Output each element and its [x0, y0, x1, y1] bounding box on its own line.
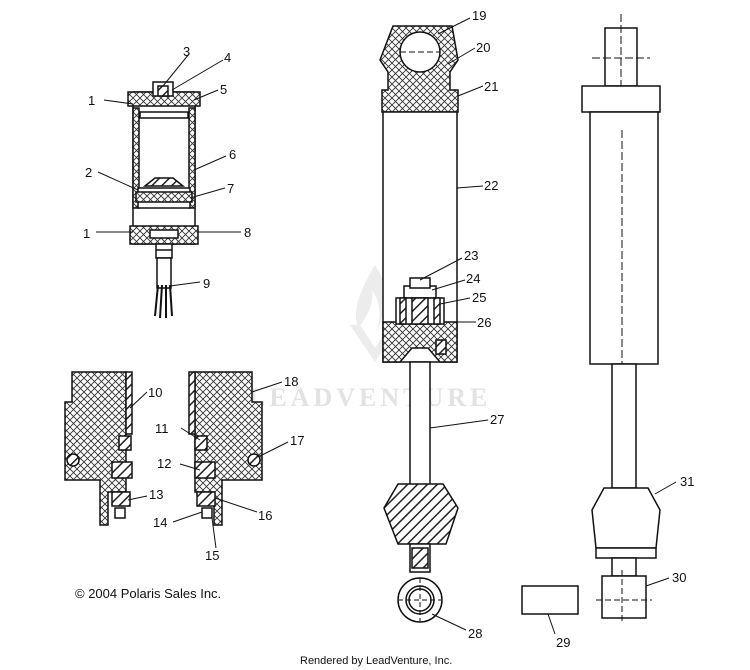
callout-9: 9 [203, 276, 210, 291]
callout-7: 7 [227, 181, 234, 196]
callout-26: 26 [477, 315, 491, 330]
callout-5: 5 [220, 82, 227, 97]
watermark: LEADVENTURE [248, 265, 491, 412]
leader-lines [96, 17, 677, 635]
callout-13: 13 [149, 487, 163, 502]
callout-2: 2 [85, 165, 92, 180]
callout-29: 29 [556, 635, 570, 650]
callout-6: 6 [229, 147, 236, 162]
callout-25: 25 [472, 290, 486, 305]
callout-3: 3 [183, 44, 190, 59]
callout-17: 17 [290, 433, 304, 448]
callout-23: 23 [464, 248, 478, 263]
callout-30: 30 [672, 570, 686, 585]
callout-11: 11 [155, 421, 169, 436]
callout-22: 22 [484, 178, 498, 193]
callout-21: 21 [484, 79, 498, 94]
callout-24: 24 [466, 271, 480, 286]
footer-credit: Rendered by LeadVenture, Inc. [300, 655, 452, 667]
callout-31: 31 [680, 474, 694, 489]
callout-18: 18 [284, 374, 298, 389]
callout-16: 16 [258, 508, 272, 523]
callout-8: 8 [244, 225, 251, 240]
shock-section [379, 25, 459, 623]
callout-28: 28 [468, 626, 482, 641]
callout-labels: 1 2 3 4 5 6 7 1 8 9 10 11 12 13 14 15 16… [83, 8, 694, 650]
watermark-text: LEADVENTURE [248, 383, 491, 412]
callout-1a: 1 [88, 93, 95, 108]
callout-15: 15 [205, 548, 219, 563]
callout-27: 27 [490, 412, 504, 427]
callout-19: 19 [472, 8, 486, 23]
callout-4: 4 [224, 50, 231, 65]
callout-20: 20 [476, 40, 490, 55]
seal-cross-section [64, 371, 263, 526]
shock-exterior [521, 14, 661, 624]
callout-12: 12 [157, 456, 171, 471]
copyright-notice: © 2004 Polaris Sales Inc. [75, 586, 221, 601]
reservoir-assembly [127, 81, 201, 319]
callout-14: 14 [153, 515, 167, 530]
callout-10: 10 [148, 385, 162, 400]
callout-1b: 1 [83, 226, 90, 241]
